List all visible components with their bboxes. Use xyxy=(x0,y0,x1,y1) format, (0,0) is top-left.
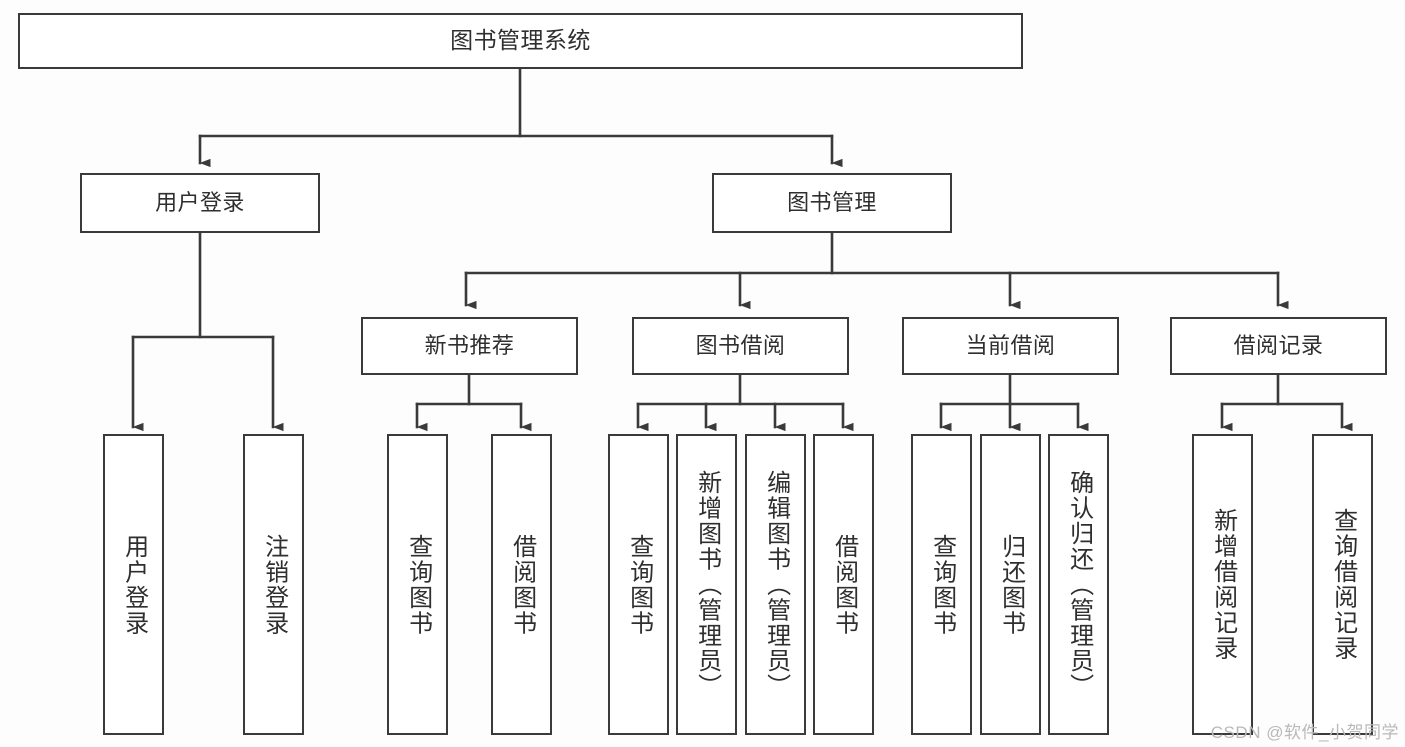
node-label: 归还图书 xyxy=(997,533,1025,636)
node-new-book-recommend[interactable]: 新书推荐 xyxy=(361,317,578,375)
leaf-book-borrow-lend[interactable]: 借阅图书 xyxy=(813,434,874,735)
leaf-user-login-signin[interactable]: 用户登录 xyxy=(103,434,164,735)
node-label: 查询图书 xyxy=(928,533,956,636)
leaf-book-borrow-query[interactable]: 查询图书 xyxy=(608,434,669,735)
node-label: 查询图书 xyxy=(625,533,653,636)
node-label: 用户登录 xyxy=(155,189,245,215)
node-root-system[interactable]: 图书管理系统 xyxy=(18,13,1023,69)
node-label: 借阅图书 xyxy=(508,533,536,636)
node-label: 当前借阅 xyxy=(965,332,1056,358)
node-label: 图书借阅 xyxy=(695,332,786,358)
node-current-borrow[interactable]: 当前借阅 xyxy=(902,317,1119,375)
node-label: 注销登录 xyxy=(260,533,288,636)
node-borrow-record[interactable]: 借阅记录 xyxy=(1170,317,1387,375)
node-label: 图书管理 xyxy=(787,189,877,215)
node-label: 查询借阅记录 xyxy=(1329,508,1357,661)
node-label: 新增借阅记录 xyxy=(1209,508,1237,661)
leaf-current-borrow-query[interactable]: 查询图书 xyxy=(911,434,972,735)
node-label: 借阅图书 xyxy=(830,533,858,636)
node-user-login[interactable]: 用户登录 xyxy=(80,173,320,233)
leaf-borrow-record-query[interactable]: 查询借阅记录 xyxy=(1312,434,1373,735)
node-label: 确认归还（管理员） xyxy=(1065,470,1093,699)
node-label: 查询图书 xyxy=(404,533,432,636)
leaf-new-book-borrow[interactable]: 借阅图书 xyxy=(491,434,552,735)
node-label: 借阅记录 xyxy=(1233,332,1324,358)
leaf-current-borrow-return[interactable]: 归还图书 xyxy=(980,434,1041,735)
leaf-borrow-record-add[interactable]: 新增借阅记录 xyxy=(1192,434,1253,735)
leaf-current-borrow-confirm[interactable]: 确认归还（管理员） xyxy=(1048,434,1109,735)
node-label: 图书管理系统 xyxy=(450,27,591,54)
csdn-watermark: CSDN @软件_小贺同学 xyxy=(1210,723,1399,742)
node-book-borrow[interactable]: 图书借阅 xyxy=(632,317,849,375)
leaf-book-borrow-add[interactable]: 新增图书（管理员） xyxy=(676,434,737,735)
leaf-book-borrow-edit[interactable]: 编辑图书（管理员） xyxy=(745,434,806,735)
node-label: 用户登录 xyxy=(120,533,148,636)
node-book-management[interactable]: 图书管理 xyxy=(712,173,952,233)
node-label: 编辑图书（管理员） xyxy=(762,470,790,699)
node-label: 新增图书（管理员） xyxy=(693,470,721,699)
leaf-user-login-signout[interactable]: 注销登录 xyxy=(243,434,304,735)
node-label: 新书推荐 xyxy=(424,332,515,358)
leaf-new-book-query[interactable]: 查询图书 xyxy=(387,434,448,735)
